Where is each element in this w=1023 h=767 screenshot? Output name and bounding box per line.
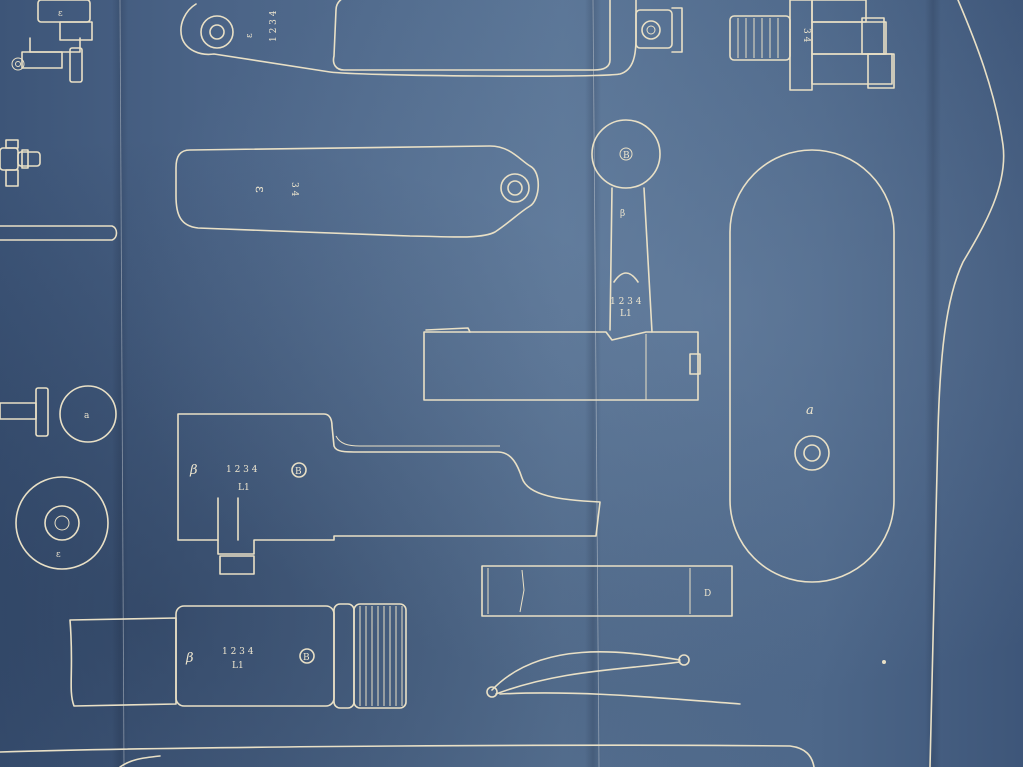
- top-right-fitting-part: 3 4: [729, 0, 895, 91]
- l1-label: L1: [620, 309, 632, 319]
- paper-fold: [585, 0, 601, 767]
- epsilon-label: ε: [58, 9, 63, 19]
- ink-dot: [882, 660, 886, 664]
- crease-line: [592, 0, 600, 767]
- number-label: 3 4: [801, 28, 811, 43]
- b-mark-label: B: [623, 151, 630, 161]
- bottom-edge-outline: [0, 744, 815, 767]
- l1-label: L1: [232, 661, 244, 671]
- epsilon-label: ε: [252, 186, 267, 193]
- number-label: 3 4: [289, 182, 299, 197]
- beta-label: β: [185, 651, 194, 666]
- number-label: 1 2 3 4: [269, 10, 279, 42]
- alpha-label: a: [84, 411, 90, 421]
- crank-arm-part: B β 1 2 3 4 L1: [423, 119, 701, 401]
- b-mark-label: B: [303, 653, 310, 663]
- bracket-block-part: β 1 2 3 4 L1 B: [177, 413, 601, 575]
- bottom-edge-outline: [119, 755, 161, 767]
- beta-label: β: [620, 209, 625, 219]
- top-lever-part: ε 1 2 3 4: [180, 0, 683, 77]
- d-mark-label: D: [704, 589, 711, 599]
- flat-bar-part: ε 3 4: [175, 145, 540, 238]
- flat-strip-part: D: [481, 565, 733, 617]
- beta-label: β: [189, 463, 198, 478]
- l1-label: L1: [238, 483, 250, 493]
- long-curved-outline: [929, 0, 1005, 767]
- epsilon-label: ε: [245, 33, 255, 38]
- threaded-shaft-part: β 1 2 3 4 L1 B: [69, 603, 407, 709]
- b-mark-label: B: [295, 467, 302, 477]
- left-washer-part: ε: [15, 476, 109, 570]
- top-left-clip-part: ε: [11, 0, 93, 83]
- paper-fold: [112, 0, 128, 767]
- left-pin-part: a: [0, 385, 117, 443]
- left-bushing-part: [0, 139, 41, 187]
- alpha-label: a: [806, 403, 814, 418]
- number-label: 1 2 3 4: [226, 465, 258, 475]
- crease-line: [119, 0, 125, 767]
- number-label: 1 2 3 4: [222, 647, 254, 657]
- paper-fold: [925, 0, 941, 767]
- spring-wire-part: [486, 651, 741, 705]
- epsilon-label: ε: [56, 550, 61, 560]
- left-rod-part: [0, 225, 118, 241]
- number-label: 1 2 3 4: [610, 297, 642, 307]
- oval-plate-part: a: [729, 149, 895, 583]
